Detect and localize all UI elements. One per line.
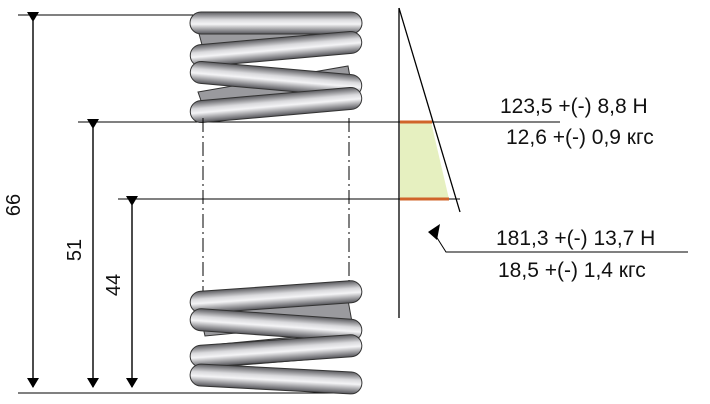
- spring-middle-outline: [202, 118, 350, 300]
- spring-coil: [189, 30, 363, 68]
- spring-coil: [189, 334, 363, 368]
- force-label-first: 123,5 +(-) 8,8 Н 12,6 +(-) 0,9 кгс: [500, 95, 654, 149]
- spring-coil: [189, 86, 363, 124]
- leader-line: [433, 232, 688, 253]
- load-slope-line: [398, 7, 461, 213]
- dimension-lines: [27, 12, 138, 388]
- load-diagram: [398, 7, 461, 318]
- spring-coil: [189, 363, 363, 395]
- force-first-newtons: 123,5 +(-) 8,8 Н: [500, 95, 648, 118]
- spring-coil: [189, 308, 363, 342]
- force-second-kgf: 18,5 +(-) 1,4 кгс: [498, 259, 646, 282]
- leader-arrowhead: [428, 224, 440, 240]
- spring-coil: [189, 11, 363, 35]
- spring-top-coils: [189, 11, 363, 124]
- force-first-kgf: 12,6 +(-) 0,9 кгс: [506, 126, 654, 149]
- dimension-small-label: 44: [103, 274, 125, 296]
- spring-coil: [189, 60, 363, 98]
- tolerance-band: [400, 122, 449, 199]
- force-label-second: 181,3 +(-) 13,7 Н 18,5 +(-) 1,4 кгс: [428, 224, 688, 282]
- spring-coil: [189, 280, 363, 314]
- spring-bottom-coils: [189, 280, 363, 395]
- force-second-newtons: 181,3 +(-) 13,7 Н: [496, 227, 655, 250]
- dimension-overall-label: 66: [3, 194, 25, 216]
- dimension-mid-label: 51: [64, 239, 86, 261]
